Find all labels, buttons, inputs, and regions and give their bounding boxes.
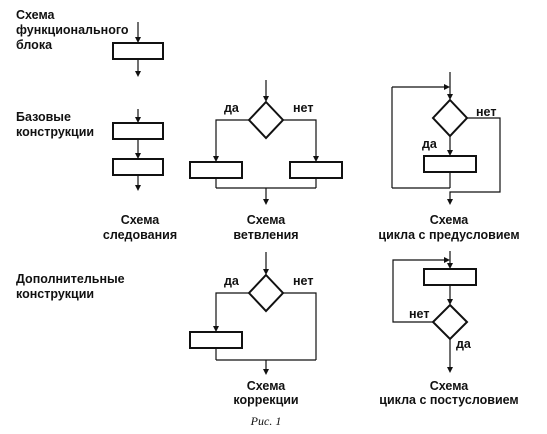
caption-branching-2: ветвления	[233, 228, 298, 242]
functional-block-diagram	[112, 22, 164, 77]
precondition-no-label: нет	[476, 105, 496, 119]
branch-decision-diamond	[247, 100, 285, 140]
postcondition-decision-diamond	[431, 303, 469, 341]
caption-postcondition-1: Схема	[430, 379, 470, 393]
label-basic-1: Базовые	[16, 110, 71, 124]
caption-correction-1: Схема	[247, 379, 287, 393]
label-basic-2: конструкции	[16, 125, 94, 139]
caption-branching-1: Схема	[247, 213, 287, 227]
correction-no-label: нет	[293, 274, 313, 288]
precondition-yes-label: да	[422, 137, 438, 151]
figure-caption: Рис. 1	[250, 414, 282, 428]
label-additional-1: Дополнительные	[16, 272, 125, 286]
caption-sequence-1: Схема	[121, 213, 161, 227]
correction-decision-diamond	[247, 273, 285, 313]
branching-diagram	[189, 80, 343, 205]
sequence-diagram	[112, 109, 164, 191]
postcondition-no-label: нет	[409, 307, 429, 321]
correction-yes-label: да	[224, 274, 240, 288]
caption-precondition-2: цикла с предусловием	[378, 228, 519, 242]
correction-diagram	[189, 252, 317, 375]
caption-postcondition-2: цикла с постусловием	[379, 393, 518, 407]
branch-yes-label: да	[224, 101, 240, 115]
postcondition-loop-diagram	[392, 251, 477, 373]
caption-precondition-1: Схема	[430, 213, 470, 227]
branch-no-label: нет	[293, 101, 313, 115]
caption-correction-2: коррекции	[233, 393, 298, 407]
precondition-loop-diagram	[391, 72, 501, 205]
label-additional-2: конструкции	[16, 287, 94, 301]
label-functional-block-2: функционального	[16, 23, 129, 37]
postcondition-yes-label: да	[456, 337, 472, 351]
label-functional-block-1: Схема	[16, 8, 56, 22]
precondition-decision-diamond	[431, 98, 469, 138]
caption-sequence-2: следования	[103, 228, 177, 242]
label-functional-block-3: блока	[16, 38, 53, 52]
